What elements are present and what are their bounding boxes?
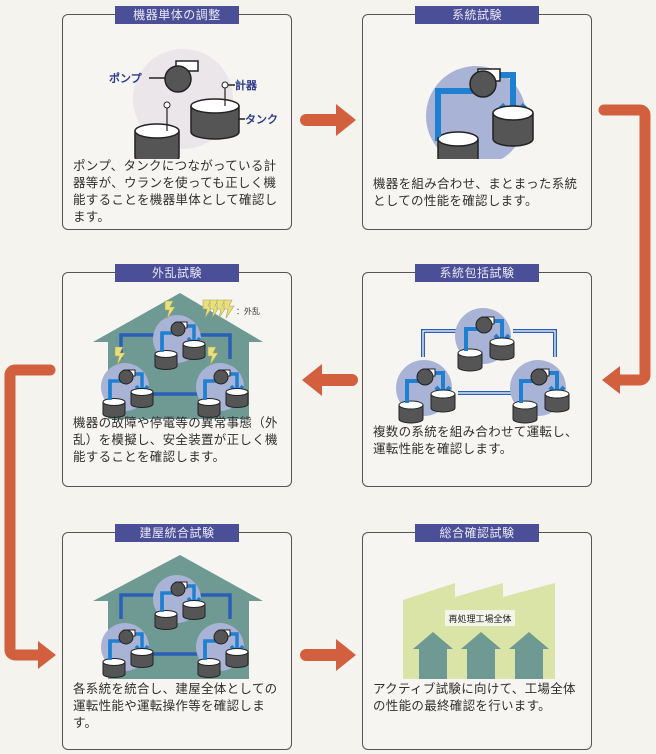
step-box-multi-system: 系統包括試験 複数の系統を組み合わせて運転し、運転性能を確認します。 [362,264,592,487]
flow-arrow-4-to-5 [4,364,56,669]
step-title: 外乱試験 [115,264,239,282]
system-unit [453,306,516,373]
step-box-system: 系統試験 機器を組み合わせ、まとまった系統としての性能を確認します。 [362,6,592,230]
step-description: 機器を組み合わせ、まとまった系統としての性能を確認します。 [373,176,578,208]
multi-system-illustration [394,306,571,425]
arrow-right-icon [300,104,356,136]
step-box-plant: 総合確認試験 再処理工場全体 アクティブ試験に向けて、工場全体の性能の最終確認を… [362,524,592,750]
flow-arrow-5-to-6 [300,639,356,671]
flow-arrow-3-to-4 [302,364,358,396]
step-description: 機器の故障や停電等の異常事態（外乱）を模擬し、安全装置が正しく機能することを確認… [73,415,278,464]
disturbance-illustration: ：外乱 [93,293,263,420]
system-illustration [426,66,534,159]
house-icon [461,632,501,679]
flow-arrow-2-to-3 [598,104,651,394]
disturbance-legend-label: ：外乱 [236,306,260,316]
flow-arrow-1-to-2 [300,104,356,136]
arrow-left-icon [602,366,620,394]
step-box-single-equipment: 機器単体の調整 ポンプ 計器 タンク ポンプ、タンクにつながっている計器等が、ウ… [62,6,292,230]
plant-illustration: 再処理工場全体 [403,583,555,679]
step-description: 複数の系統を組み合わせて運転し、運転性能を確認します。 [373,424,578,456]
system-unit [394,358,457,425]
tank-icon [190,81,240,140]
step-title: 系統試験 [415,6,539,24]
arrow-right-icon [38,641,56,669]
step-description: ポンプ、タンクにつながっている計器等が、ウランを使っても正しく機能することを機器… [73,158,278,224]
step-title: 総合確認試験 [415,524,539,542]
step-title: 機器単体の調整 [115,6,239,24]
pump-icon [164,60,199,93]
step-description: 各系統を統合し、建屋全体としての運転性能や運転操作等を確認します。 [73,681,278,730]
arrow-right-icon [300,639,356,671]
step-title: 建屋統合試験 [115,524,239,542]
instrument-label: 計器 [235,78,258,92]
arrow-left-icon [302,364,358,396]
system-unit [508,358,571,425]
step-box-building: 建屋統合試験 各系統を統合し、建屋全体としての運転性能や運転操作等を確認します。 [62,524,292,750]
elbow-connector [598,104,651,386]
tank-label: タンク [245,113,278,126]
tank-icon [437,131,479,159]
elbow-connector [4,364,56,661]
plant-label-bg [445,610,515,626]
pipe [119,593,232,619]
single-equipment-illustration: ポンプ 計器 タンク [109,49,278,159]
tank-icon [134,101,180,159]
step-title: 系統包括試験 [415,264,539,282]
plant-label: 再処理工場全体 [448,613,511,625]
pump-icon [469,68,501,98]
step-description: アクティブ試験に向けて、工場全体の性能の最終確認を行います。 [373,681,576,713]
house-icon [509,632,549,679]
pump-label: ポンプ [109,71,143,85]
building-illustration [93,555,263,680]
step-box-disturbance: 外乱試験 [62,264,292,487]
house-icon [413,632,453,679]
tank-icon [492,105,534,147]
